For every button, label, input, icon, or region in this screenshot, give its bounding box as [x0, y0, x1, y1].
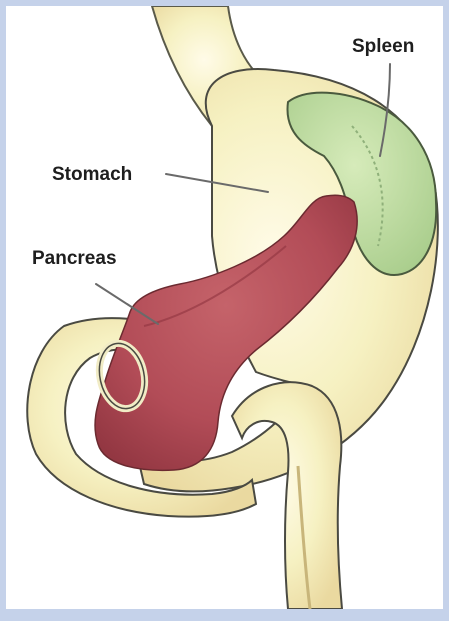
stomach-label: Stomach — [52, 164, 132, 185]
anatomy-diagram: Spleen Stomach Pancreas — [6, 6, 443, 609]
spleen-label: Spleen — [352, 36, 414, 57]
pancreas-label: Pancreas — [32, 248, 117, 269]
anatomy-illustration: Spleen Stomach Pancreas — [6, 6, 443, 609]
